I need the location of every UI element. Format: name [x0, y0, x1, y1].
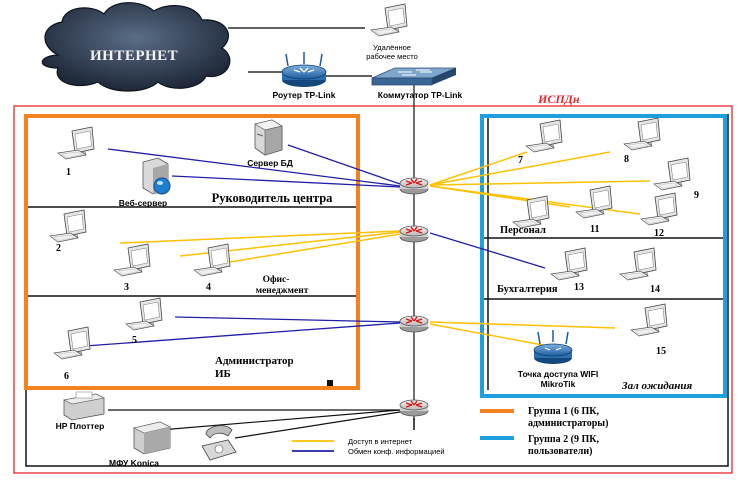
legend-group2-line2: пользователи): [528, 446, 592, 457]
wifi-ap-icon: [533, 330, 573, 364]
pc-7-label: 7: [518, 155, 523, 166]
hub-2-icon: [399, 225, 429, 243]
group1-border: [24, 114, 360, 390]
admin-label-line1: Администратор: [215, 355, 294, 367]
plotter-icon: [63, 391, 105, 421]
waiting-room-label: Зал ожидания: [621, 380, 692, 392]
db-server-label: Сервер БД: [247, 158, 293, 168]
office-label-line2: менеджмент: [256, 286, 309, 296]
db-server-icon: [254, 119, 283, 156]
pc-9-label: 9: [694, 190, 699, 201]
remote-label-line2: рабочее место: [366, 52, 418, 61]
mfu-link: [159, 409, 401, 431]
pc-1-label: 1: [66, 167, 71, 178]
pc-7-icon: [525, 119, 563, 153]
legend-conf-label: Обмен конф. информацией: [348, 447, 445, 456]
pc-6-label: 6: [64, 371, 69, 382]
pc-12-label: 12: [654, 228, 664, 239]
conf-exchange-lines: [84, 144, 546, 347]
admin-label-line2: ИБ: [215, 368, 231, 380]
pc-8-icon: [623, 117, 661, 151]
inner-frame: [25, 114, 729, 467]
router-icon: [281, 52, 327, 87]
pc-3-icon: [113, 243, 151, 277]
accounting-label: Бухгалтерия: [497, 284, 558, 295]
remote-label-line1: Удалённое: [373, 43, 411, 52]
internet-access-lines: [119, 151, 651, 347]
mfu-label: МФУ Konica: [109, 458, 159, 468]
pc-4-icon: [193, 243, 231, 277]
remote-pc-icon: [370, 3, 408, 37]
pc-12-icon: [640, 192, 678, 226]
pc-13-label: 13: [574, 282, 584, 293]
hub-4-icon: [399, 399, 429, 417]
pc-9-icon: [653, 157, 691, 191]
ispdn-label: ИСПДн: [537, 92, 580, 106]
switch-icon: [371, 67, 457, 86]
phone-icon: [201, 425, 237, 461]
legend-group2-line1: Группа 2 (9 ПК,: [528, 434, 600, 445]
zone-head-label: Руководитель центра: [212, 191, 334, 205]
group1-corner: [327, 380, 333, 386]
pc-2-icon: [49, 209, 87, 243]
wifi-ap-label-line2: MikroTik: [541, 379, 576, 389]
group2-border: [480, 114, 727, 398]
pc-1-icon: [57, 126, 95, 160]
pc-13-icon: [550, 247, 588, 281]
plotter-label: HP Плоттер: [56, 421, 105, 431]
pc-2-label: 2: [56, 243, 61, 254]
switch-label: Коммутатор TP-Link: [378, 90, 463, 100]
router-label: Роутер TP-Link: [273, 90, 336, 100]
pc-5-icon: [125, 297, 163, 331]
pc-6-icon: [53, 326, 91, 360]
pc-15-label: 15: [656, 346, 666, 357]
personnel-pc-icon: [512, 195, 550, 229]
internet-cloud: ИНТЕРНЕТ: [41, 2, 231, 92]
pc-11-icon: [575, 185, 613, 219]
legend-group1-line2: администраторы): [528, 418, 608, 429]
personnel-label: Персонал: [500, 225, 546, 236]
wifi-ap-label-line1: Точка доступа WIFI: [518, 369, 598, 379]
pc-4-label: 4: [206, 282, 211, 293]
pc-14-icon: [619, 247, 657, 281]
ispdn-border: [13, 105, 733, 474]
pc-14-label: 14: [650, 284, 660, 295]
pc-8-label: 8: [624, 154, 629, 165]
legend-group1-line1: Группа 1 (6 ПК,: [528, 406, 600, 417]
web-server-icon: [142, 157, 171, 195]
hub-3-icon: [399, 315, 429, 333]
mfu-icon: [133, 421, 171, 455]
phone-link: [234, 411, 401, 439]
office-label-line1: Офис-: [263, 274, 290, 285]
legend-internet-label: Доступ в интернет: [348, 437, 413, 446]
pc-3-label: 3: [124, 282, 129, 293]
pc-5-label: 5: [132, 335, 137, 346]
internet-label: ИНТЕРНЕТ: [90, 48, 178, 64]
pc-15-icon: [630, 303, 668, 337]
web-server-label: Веб-сервер: [119, 198, 168, 208]
hub-1-icon: [399, 177, 429, 195]
pc-11-label: 11: [590, 224, 599, 235]
